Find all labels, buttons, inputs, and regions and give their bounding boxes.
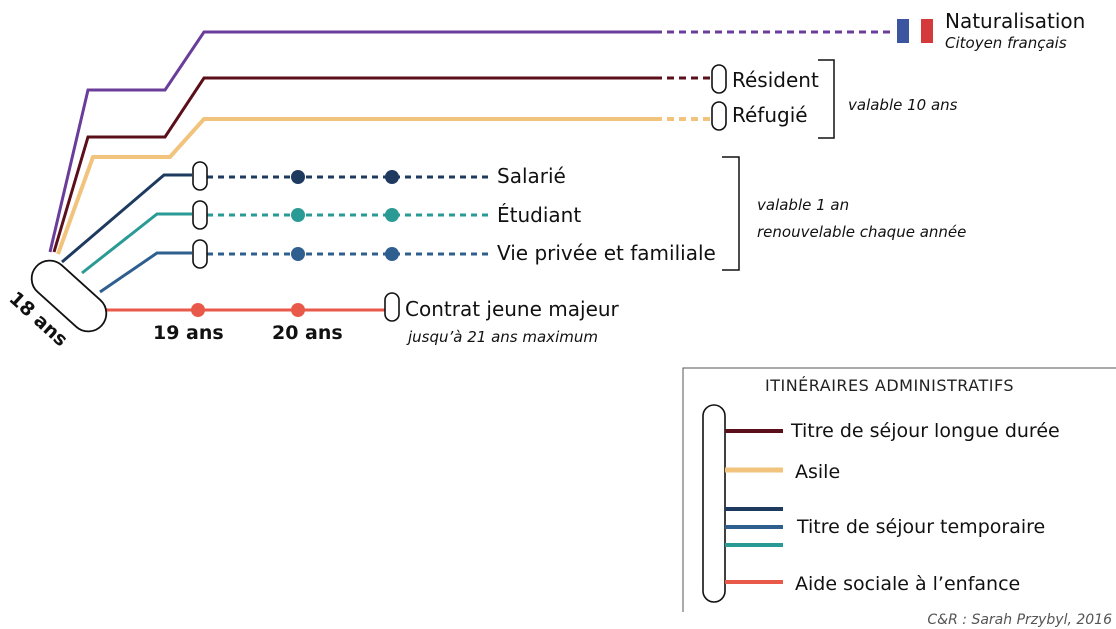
vpf-path xyxy=(99,251,192,294)
child-aid-end-capsule xyxy=(384,292,400,322)
resident-capsule xyxy=(711,64,727,94)
resident-label: Résident xyxy=(732,68,819,92)
milestone-19: 19 ans xyxy=(153,322,224,344)
legend-item-asylum: Asile xyxy=(795,461,840,483)
salarie-dot-1 xyxy=(291,170,305,184)
vpf-dot-1 xyxy=(291,247,305,261)
resident-path xyxy=(52,76,655,253)
refugee-capsule xyxy=(711,101,727,131)
refugee-path xyxy=(56,117,655,255)
refugee-label: Réfugié xyxy=(732,103,808,127)
salarie-path xyxy=(61,173,192,264)
long-term-bracket xyxy=(818,59,835,139)
vpf-capsule xyxy=(192,239,208,269)
long-term-validity: valable 10 ans xyxy=(848,96,958,114)
naturalisation-title: Naturalisation xyxy=(945,9,1085,33)
temporary-bracket xyxy=(722,156,740,271)
salarie-capsule xyxy=(192,161,208,191)
vpf-dot-2 xyxy=(385,247,399,261)
child-aid-title: Contrat jeune majeur xyxy=(405,297,620,321)
etudiant-path xyxy=(81,212,192,275)
temporary-validity-1: valable 1 an xyxy=(757,196,849,214)
child-aid-dot-1 xyxy=(191,303,205,317)
temp-item-salarie: Salarié xyxy=(497,164,566,188)
temporary-validity-2: renouvelable chaque année xyxy=(757,223,966,241)
child-aid-dot-2 xyxy=(291,303,305,317)
french-flag-icon xyxy=(897,19,933,43)
legend-item-temporary: Titre de séjour temporaire xyxy=(796,516,1045,538)
legend-item-long-term: Titre de séjour longue durée xyxy=(790,420,1060,442)
temp-item-vpf: Vie privée et familiale xyxy=(497,241,716,265)
naturalisation-path xyxy=(48,30,655,253)
etudiant-dot-2 xyxy=(385,208,399,222)
etudiant-dot-1 xyxy=(291,208,305,222)
legend-title: ITINÉRAIRES ADMINISTRATIFS xyxy=(765,376,1014,395)
salarie-dot-2 xyxy=(385,170,399,184)
milestone-20: 20 ans xyxy=(272,322,343,344)
legend: ITINÉRAIRES ADMINISTRATIFS Titre de séjo… xyxy=(682,367,1116,612)
legend-item-child-aid: Aide sociale à l’enfance xyxy=(795,573,1020,595)
temp-item-etudiant: Étudiant xyxy=(497,203,581,227)
etudiant-capsule xyxy=(192,200,208,230)
legend-capsule xyxy=(702,404,726,603)
child-aid-subtitle: jusqu’à 21 ans maximum xyxy=(406,328,598,346)
credit: C&R : Sarah Przybyl, 2016 xyxy=(927,612,1112,628)
start-capsule xyxy=(30,259,108,333)
naturalisation-subtitle: Citoyen français xyxy=(945,34,1067,52)
